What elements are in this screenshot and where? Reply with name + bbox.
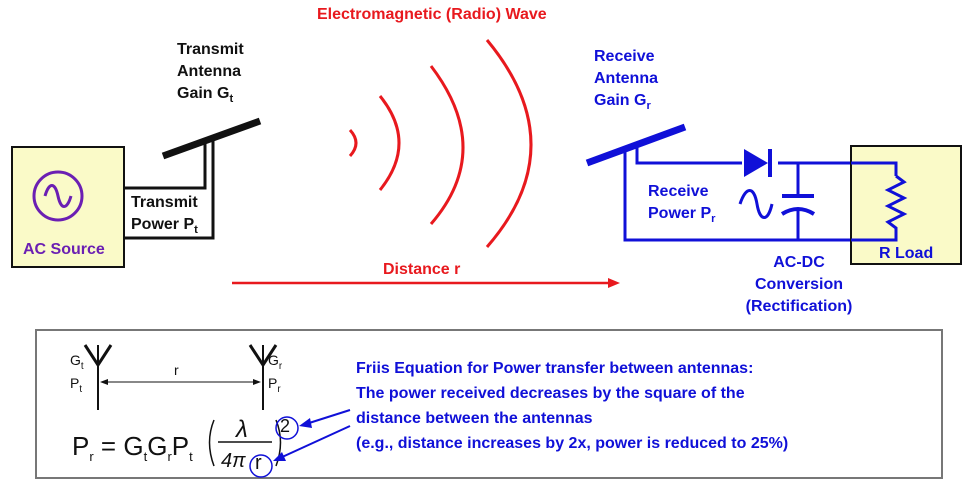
friis-desc-line2: The power received decreases by the squa… (356, 385, 745, 402)
r-circle (249, 454, 273, 478)
wave-arc-1 (348, 128, 358, 158)
friis-denominator-r: r (255, 452, 262, 474)
pointer-arrow-2 (279, 425, 351, 459)
sine-wave-icon (43, 184, 73, 208)
friis-right-power: Pr (268, 374, 281, 395)
load-box (850, 145, 962, 265)
ac-source-icon (32, 170, 84, 222)
pointer-arrow-1 (305, 409, 351, 425)
wave-title: Electromagnetic (Radio) Wave (317, 6, 547, 23)
load-wire-top (851, 161, 898, 176)
receive-power-line1: Receive (648, 183, 709, 200)
transmit-label-line1: Transmit (177, 41, 244, 58)
pointer-arrowhead-1 (299, 418, 312, 428)
paren-left (208, 419, 215, 467)
resistor-icon (851, 174, 908, 242)
transmit-power-label: Transmit Power Pt (131, 192, 198, 241)
transmit-feed-line (124, 143, 207, 190)
wave-arc-2 (378, 95, 401, 191)
receive-label-line1: Receive (594, 48, 655, 65)
receive-power-line2: Power Pr (648, 205, 716, 226)
distance-label: Distance r (383, 261, 461, 278)
friis-left-power: Pt (70, 374, 83, 395)
conversion-line3: (Rectification) (745, 298, 853, 315)
friis-r-label: r (174, 362, 179, 378)
transmit-power-line1: Transmit (131, 194, 198, 211)
transmit-label-line2: Antenna (177, 63, 241, 80)
distance-arrowhead (608, 278, 620, 288)
wave-arc-3 (429, 65, 465, 225)
diode-icon (744, 149, 768, 177)
receive-gain-label: Gain Gr (594, 92, 651, 113)
receive-wire-inner (635, 146, 742, 165)
friis-exponent: 2 (280, 416, 291, 436)
r-arrowhead-left (100, 379, 108, 385)
friis-right-gain: Gr (268, 352, 283, 372)
receive-label-line2: Antenna (594, 70, 658, 87)
friis-desc-line1: Friis Equation for Power transfer betwee… (356, 360, 754, 377)
friis-left-gain: Gt (70, 352, 84, 372)
friis-lambda: λ (236, 416, 248, 443)
friis-equation-main: Pr = GtGrPt (72, 431, 193, 465)
load-label: R Load (879, 245, 934, 262)
friis-desc-line3: distance between the antennas (356, 410, 593, 427)
transmit-feed-line-2 (124, 138, 215, 240)
ac-source-box (11, 146, 125, 268)
friis-desc-line4: (e.g., distance increases by 2x, power i… (356, 435, 789, 452)
transmit-antenna-label: Transmit Antenna Gain Gt (177, 39, 244, 110)
r-arrowhead-right (253, 379, 261, 385)
pointer-arrowhead-2 (273, 452, 286, 461)
receive-power-label: Receive Power Pr (648, 181, 716, 230)
friis-left-labels: Gt Pt (70, 352, 84, 398)
conversion-label: AC-DC Conversion (Rectification) (739, 252, 859, 318)
transmit-gain-label: Gain Gt (177, 85, 234, 106)
conversion-line2: Conversion (754, 276, 843, 293)
friis-box (35, 329, 943, 479)
receive-antenna (585, 123, 687, 167)
conversion-line1: AC-DC (773, 254, 825, 271)
friis-denominator: 4π (221, 450, 246, 472)
transmit-antenna (161, 117, 262, 160)
friis-description: Friis Equation for Power transfer betwee… (356, 356, 788, 456)
receive-wire-top (623, 150, 851, 242)
friis-right-labels: Gr Pr (268, 352, 282, 398)
exponent-circle (275, 416, 299, 440)
wave-arc-4 (485, 39, 533, 248)
receive-antenna-label: Receive Antenna Gain Gr (594, 46, 658, 117)
ac-sine-icon (738, 189, 774, 219)
transmit-power-line2: Power Pt (131, 216, 198, 237)
capacitor-plate-2 (780, 207, 816, 216)
ac-source-label: AC Source (23, 241, 105, 258)
